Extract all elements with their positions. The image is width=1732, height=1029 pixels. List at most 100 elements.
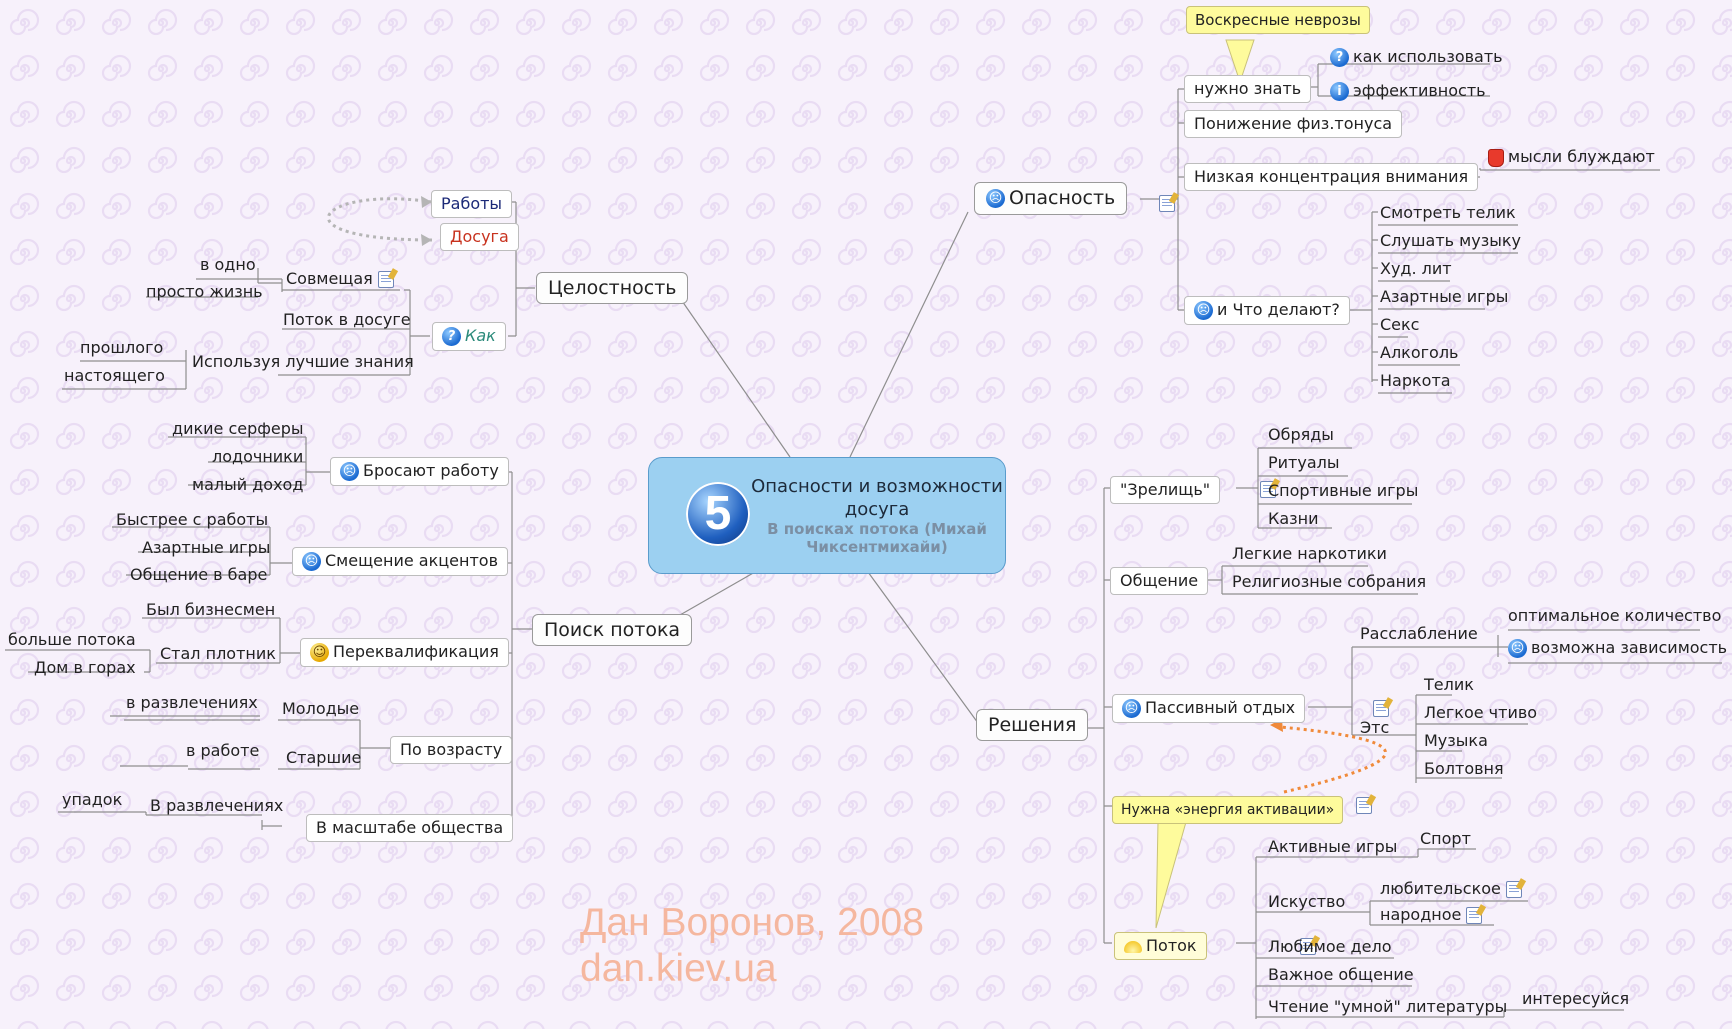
list-item[interactable]: Легкие наркотики xyxy=(1232,544,1387,563)
node-starshie[interactable]: Старшие xyxy=(286,748,362,767)
list-item[interactable]: в работе xyxy=(186,741,260,760)
node-po-vozrastu[interactable]: По возрасту xyxy=(390,736,513,764)
list-item[interactable]: Быстрее с работы xyxy=(116,510,269,529)
watermark-author: Дан Воронов, 2008 xyxy=(580,901,924,944)
list-item[interactable]: Религиозные собрания xyxy=(1232,572,1427,591)
list-item[interactable]: малый доход xyxy=(192,475,304,494)
node-nizkaya-koncentraciya[interactable]: Низкая концентрация внимания xyxy=(1184,163,1479,191)
sad-face-icon: ☹ xyxy=(1508,639,1527,658)
sad-face-icon: ☹ xyxy=(1194,301,1213,320)
node-potok-v-dosuge[interactable]: Поток в досуге xyxy=(283,310,411,329)
node-v-masshtabe-obschestva[interactable]: В масштабе общества xyxy=(306,814,514,842)
node-v-razvlecheniyah[interactable]: В развлечениях xyxy=(150,796,284,815)
list-item[interactable]: Обряды xyxy=(1268,425,1334,444)
list-item[interactable]: Телик xyxy=(1424,675,1474,694)
node-chtenie-literatury[interactable]: Чтение "умной" литературы xyxy=(1268,997,1508,1016)
node-molodye[interactable]: Молодые xyxy=(282,699,360,718)
list-item[interactable]: Смотреть телик xyxy=(1380,203,1516,222)
list-item[interactable]: прошлого xyxy=(80,338,164,357)
topic-poisk-potoka[interactable]: Поиск потока xyxy=(532,614,693,646)
node-obschenie[interactable]: Общение xyxy=(1110,567,1209,595)
list-item[interactable]: Азартные игры xyxy=(142,538,271,557)
list-item[interactable]: в одно xyxy=(200,255,256,274)
list-item[interactable]: просто жизнь xyxy=(146,282,263,301)
watermark-site: dan.kiev.ua xyxy=(580,947,777,990)
node-smeschenie-akcentov[interactable]: ☹Смещение акцентов xyxy=(292,547,508,576)
number-badge: 5 xyxy=(686,482,750,546)
note-icon[interactable] xyxy=(1159,195,1176,212)
question-icon: ? xyxy=(442,327,461,346)
note-icon xyxy=(1505,881,1522,898)
node-mysli-bluzhdayut[interactable]: мысли блуждают xyxy=(1488,148,1655,167)
callout-voskresnye-nevrozy[interactable]: Воскресные неврозы xyxy=(1186,6,1370,34)
list-item[interactable]: больше потока xyxy=(8,630,136,649)
node-brosayut-rabotu[interactable]: ☹Бросают работу xyxy=(330,457,509,486)
node-ispolzuya-znaniya[interactable]: Используя лучшие знания xyxy=(192,352,414,371)
lamp-icon xyxy=(1124,940,1142,953)
list-item[interactable]: Спорт xyxy=(1420,829,1471,848)
node-vazhnoe-obschenie[interactable]: Важное общение xyxy=(1268,965,1414,984)
list-item[interactable]: Дом в горах xyxy=(34,658,136,677)
list-item[interactable]: Казни xyxy=(1268,509,1319,528)
node-kak-ispolzovat[interactable]: ?как использовать xyxy=(1330,48,1503,67)
node-vozmozhna-zavisimost[interactable]: ☹возможна зависимость xyxy=(1508,639,1727,658)
list-item[interactable]: интересуйся xyxy=(1522,989,1630,1008)
list-item[interactable]: Алкоголь xyxy=(1380,343,1459,362)
list-item[interactable]: в развлечениях xyxy=(126,693,258,712)
list-item[interactable]: Был бизнесмен xyxy=(146,600,276,619)
topic-opasnost[interactable]: ☹Опасность xyxy=(974,182,1128,215)
node-lyubitelskoe[interactable]: любительское xyxy=(1380,880,1522,898)
node-aktivnye-igry[interactable]: Активные игры xyxy=(1268,837,1398,856)
node-stal-plotnik[interactable]: Стал плотник xyxy=(160,644,276,663)
list-item[interactable]: Болтовня xyxy=(1424,759,1504,778)
node-sovmeschaya[interactable]: Совмещая xyxy=(286,270,394,288)
node-zrelisch[interactable]: "Зрелищь" xyxy=(1110,476,1221,504)
note-icon[interactable] xyxy=(1373,700,1390,717)
sad-face-icon: ☹ xyxy=(986,189,1005,208)
node-kak[interactable]: ?Как xyxy=(432,322,506,351)
list-item[interactable]: лодочники xyxy=(212,447,304,466)
node-etc[interactable]: Этс xyxy=(1360,718,1390,737)
list-item[interactable]: Азартные игры xyxy=(1380,287,1509,306)
node-narodnoe[interactable]: народное xyxy=(1380,906,1483,924)
list-item[interactable]: настоящего xyxy=(64,366,165,385)
list-item[interactable]: Наркота xyxy=(1380,371,1451,390)
note-icon[interactable] xyxy=(1300,938,1317,955)
callout-energiya-aktivacii[interactable]: Нужна «энергия активации» xyxy=(1112,796,1344,824)
node-nuzhno-znat[interactable]: нужно знать xyxy=(1184,75,1312,103)
central-title: Опасности и возможности досуга xyxy=(751,476,1003,520)
list-item[interactable]: Спортивные игры xyxy=(1268,481,1419,500)
list-item[interactable]: Легкое чтиво xyxy=(1424,703,1538,722)
list-item[interactable]: упадок xyxy=(62,790,123,809)
thumbs-down-icon xyxy=(1488,148,1504,167)
central-topic[interactable]: 5 Опасности и возможности досуга В поиск… xyxy=(648,457,1006,574)
node-perekvalifikaciya[interactable]: ☺Переквалификация xyxy=(300,638,509,667)
topic-resheniya[interactable]: Решения xyxy=(976,709,1089,741)
node-raboty[interactable]: Работы xyxy=(431,190,513,218)
note-icon[interactable] xyxy=(1356,797,1372,814)
list-item[interactable]: Худ. лит xyxy=(1380,259,1452,278)
list-item[interactable]: дикие серферы xyxy=(172,419,304,438)
list-item[interactable]: Секс xyxy=(1380,315,1420,334)
node-ponizhenie[interactable]: Понижение физ.тонуса xyxy=(1184,110,1403,138)
list-item[interactable]: оптимальное количество xyxy=(1508,606,1722,625)
node-lyubimoe-delo[interactable]: Любимое дело xyxy=(1268,937,1392,956)
question-icon: ? xyxy=(1330,48,1349,67)
node-dosuga[interactable]: Досуга xyxy=(440,223,519,251)
node-iskusstvo[interactable]: Искуство xyxy=(1268,892,1346,911)
node-potok[interactable]: Поток xyxy=(1114,932,1207,960)
list-item[interactable]: Общение в баре xyxy=(130,565,268,584)
list-item[interactable]: Слушать музыку xyxy=(1380,231,1521,250)
list-item[interactable]: Ритуалы xyxy=(1268,453,1340,472)
topic-celostnost[interactable]: Целостность xyxy=(536,272,689,304)
sad-face-icon: ☹ xyxy=(340,462,359,481)
note-icon[interactable] xyxy=(1260,481,1277,498)
sad-face-icon: ☹ xyxy=(302,552,321,571)
node-rasslablenie[interactable]: Расслабление xyxy=(1360,624,1478,643)
node-chto-delayut[interactable]: ☹и Что делают? xyxy=(1184,296,1350,325)
node-passivnyi-otdyh[interactable]: ☹Пассивный отдых xyxy=(1112,694,1306,723)
list-item[interactable]: Музыка xyxy=(1424,731,1488,750)
note-icon xyxy=(377,271,394,288)
